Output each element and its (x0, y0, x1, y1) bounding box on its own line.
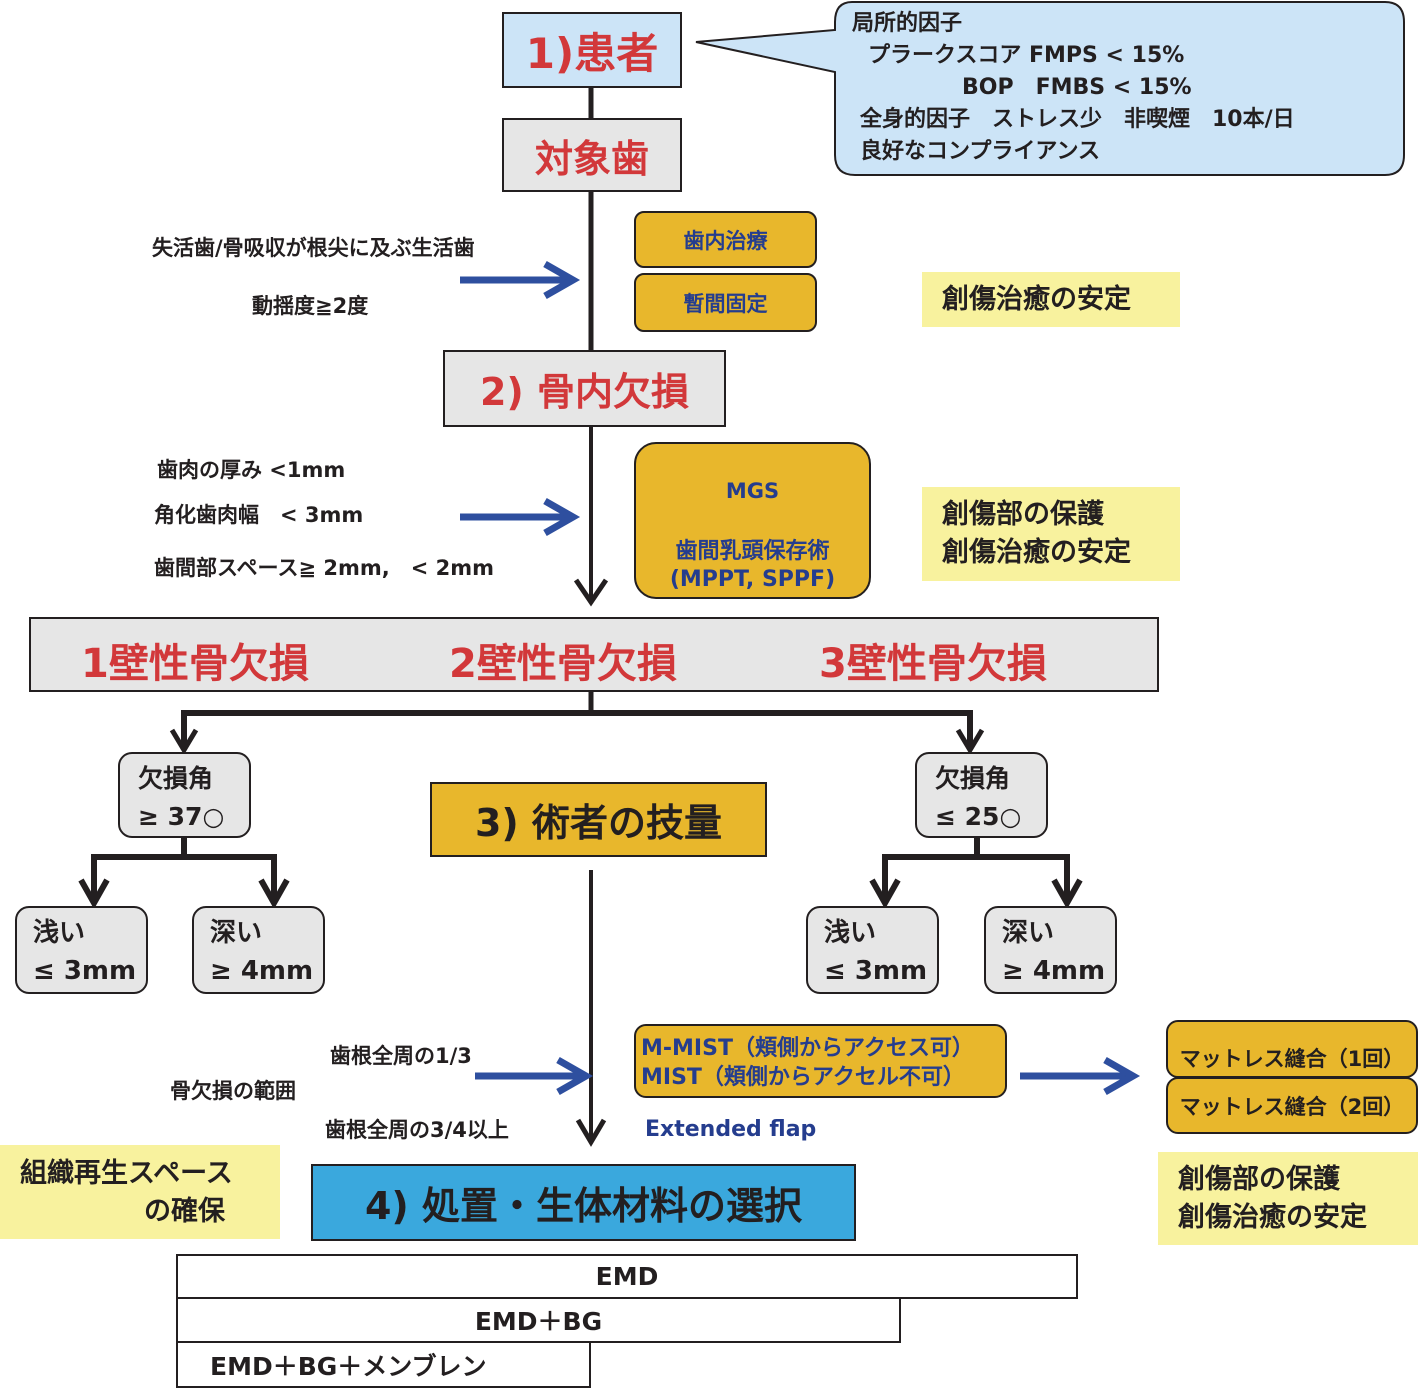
defect-type-label: 3壁性骨欠損 (819, 641, 1047, 687)
depth-title: 浅い (824, 918, 877, 948)
deep-box: 深い ≥ 4mm (192, 906, 325, 994)
flap-option: MIST（頬側からアクセル不可） (641, 1065, 965, 1090)
callout-line: プラークスコア FMPS < 15% (868, 43, 1185, 68)
range-condition: 歯根全周の1/3 (330, 1044, 472, 1068)
callout-line: BOP FMBS < 15% (962, 75, 1192, 100)
defect-types-node: 1壁性骨欠損 2壁性骨欠損 3壁性骨欠損 (29, 617, 1159, 692)
suture-label: マットレス縫合（1回） (1179, 1047, 1405, 1071)
patient-node: 1)患者 (502, 12, 682, 88)
material-label: EMD (595, 1262, 659, 1291)
angle-title: 欠損角 (935, 764, 1011, 793)
depth-value: ≥ 4mm (1002, 956, 1106, 986)
patient-callout-bubble (695, 1, 1405, 176)
branch-line (977, 854, 1070, 900)
blue-arrow-head (543, 260, 581, 300)
shallow-box: 浅い ≤ 3mm (15, 906, 148, 994)
goal-note: 創傷治癒の安定 (922, 272, 1180, 327)
depth-value: ≥ 4mm (210, 956, 314, 986)
treatment-endodontic: 歯内治療 (634, 211, 817, 268)
range-condition: 歯根全周の3/4以上 (325, 1118, 509, 1142)
down-arrowhead (258, 878, 290, 910)
angle-value: ≤ 25○ (935, 802, 1022, 831)
treatment-label: MGS (725, 479, 780, 503)
defect-type-label: 2壁性骨欠損 (449, 641, 677, 687)
condition-text: 角化歯肉幅 < 3mm (154, 503, 364, 527)
deep-box: 深い ≥ 4mm (984, 906, 1117, 994)
space-goal-note: 組織再生スペース の確保 (0, 1145, 280, 1239)
depth-title: 深い (210, 918, 263, 948)
goal-text: 創傷治癒の安定 (1178, 1201, 1367, 1233)
condition-text: 歯肉の厚み <1mm (157, 458, 346, 482)
treatment-label: (MPPT, SPPF) (669, 567, 836, 592)
depth-value: ≤ 3mm (824, 956, 928, 986)
condition-text: 動揺度≧2度 (252, 294, 369, 318)
treatment-label: 暫間固定 (683, 291, 768, 316)
goal-text: 創傷治癒の安定 (942, 537, 1131, 568)
condition-text: 失活歯/骨吸収が根尖に及ぶ生活歯 (152, 236, 475, 260)
branch-line (181, 710, 973, 748)
patient-callout-text: 局所的因子 プラークスコア FMPS < 15% BOP FMBS < 15% … (852, 8, 1295, 168)
defect-type-label: 1壁性骨欠損 (81, 641, 309, 687)
down-arrowhead (575, 1118, 607, 1147)
blue-arrow-head (1103, 1056, 1141, 1096)
down-arrowhead (573, 578, 609, 607)
material-label: EMD＋BG＋メンブレン (210, 1351, 487, 1381)
intrabony-defect-node: 2) 骨内欠損 (443, 350, 726, 427)
angle-box-large: 欠損角 ≥ 37○ (118, 752, 251, 838)
flap-options-box: M-MIST（頬側からアクセス可） MIST（頬側からアクセル不可） (634, 1024, 1007, 1098)
blue-arrow-head (543, 497, 581, 537)
depth-title: 浅い (33, 918, 86, 948)
operator-skill-node: 3) 術者の技量 (430, 782, 767, 857)
target-tooth-label: 対象歯 (534, 136, 649, 181)
goal-text: 創傷部の保護 (1178, 1163, 1340, 1195)
down-arrowhead (169, 728, 199, 755)
down-arrowhead (955, 728, 985, 755)
mgs-treatment-box: MGS 歯間乳頭保存術 (MPPT, SPPF) (634, 442, 871, 599)
goal-note: 創傷部の保護 創傷治癒の安定 (1158, 1152, 1418, 1245)
branch-line (184, 854, 277, 900)
material-bar-emd: EMD (176, 1254, 1078, 1299)
angle-title: 欠損角 (138, 764, 214, 793)
material-bar-emd-bg: EMD＋BG (176, 1297, 901, 1343)
treatment-selection-label: 4) 処置・生体材料の選択 (364, 1184, 803, 1228)
treatment-label: 歯間乳頭保存術 (675, 539, 830, 564)
branch-line (882, 838, 980, 900)
down-arrowhead (78, 878, 110, 910)
callout-line: 全身的因子 ストレス少 非喫煙 10本/日 (860, 107, 1295, 132)
operator-skill-label: 3) 術者の技量 (474, 801, 723, 845)
shallow-box: 浅い ≤ 3mm (806, 906, 939, 994)
goal-text: 創傷部の保護 (942, 499, 1104, 530)
depth-title: 深い (1002, 918, 1055, 948)
treatment-splinting: 暫間固定 (634, 273, 817, 332)
intrabony-defect-label: 2) 骨内欠損 (479, 370, 690, 414)
suture-label: マットレス縫合（2回） (1179, 1094, 1405, 1119)
goal-text: 組織再生スペース (20, 1158, 233, 1189)
goal-text: 創傷治癒の安定 (942, 283, 1131, 315)
angle-box-small: 欠損角 ≤ 25○ (915, 752, 1048, 838)
callout-line: 局所的因子 (852, 11, 963, 36)
patient-label: 1)患者 (525, 28, 659, 78)
depth-value: ≤ 3mm (33, 956, 137, 986)
branch-line (91, 838, 187, 900)
material-bar-emd-bg-membrane: EMD＋BG＋メンブレン (176, 1341, 591, 1388)
treatment-selection-node: 4) 処置・生体材料の選択 (311, 1164, 856, 1241)
condition-text: 歯間部スペース≧ 2mm, < 2mm (154, 556, 495, 580)
angle-value: ≥ 37○ (138, 802, 225, 831)
goal-text: の確保 (144, 1196, 225, 1227)
flap-option: M-MIST（頬側からアクセス可） (641, 1036, 974, 1061)
treatment-label: 歯内治療 (683, 228, 768, 253)
material-label: EMD＋BG (474, 1307, 603, 1336)
suture-once: マットレス縫合（1回） (1166, 1020, 1418, 1078)
down-arrowhead (869, 878, 901, 910)
extended-flap-label: Extended flap (645, 1117, 817, 1142)
blue-arrow-head (556, 1056, 594, 1096)
range-label: 骨欠損の範囲 (170, 1079, 296, 1103)
goal-note: 創傷部の保護 創傷治癒の安定 (922, 487, 1180, 581)
callout-line: 良好なコンプライアンス (860, 139, 1101, 164)
target-tooth-node: 対象歯 (502, 118, 682, 192)
suture-twice: マットレス縫合（2回） (1166, 1077, 1418, 1134)
down-arrowhead (1051, 878, 1083, 910)
